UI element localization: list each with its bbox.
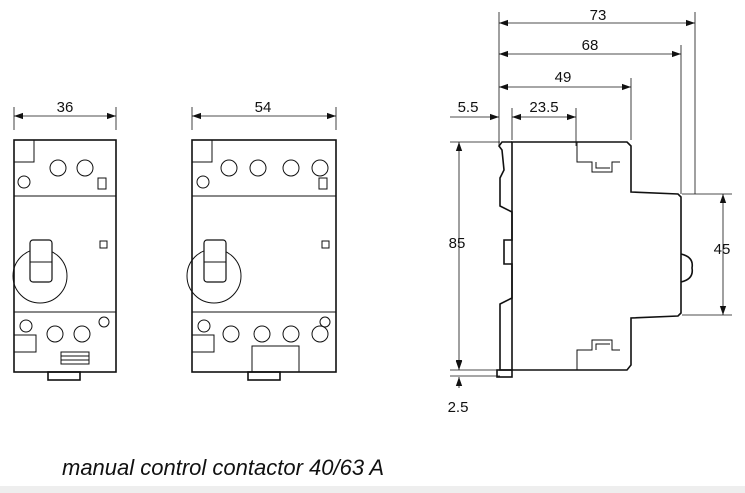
dimension-49-label: 49 [555,69,572,86]
dimension-5-5: 5.5 [450,99,499,121]
caption: manual control contactor 40/63 A [62,455,385,480]
dimension-68-label: 68 [582,37,599,54]
dimension-68: 68 [499,37,682,194]
dimension-73-label: 73 [590,7,607,24]
dimension-2-5: 2.5 [448,360,500,416]
dimension-45-label: 45 [714,241,731,258]
dimension-54-label: 54 [255,99,272,116]
dimension-85: 85 [449,141,500,371]
contactor-36-body [12,139,117,381]
dimension-36-label: 36 [57,99,74,116]
dimension-5-5-label: 5.5 [458,99,479,116]
dimension-36: 36 [13,99,117,130]
dimension-45: 45 [682,193,732,316]
dimension-49: 49 [499,69,632,140]
contactor-54-body [186,139,337,381]
dimension-73: 73 [498,7,696,194]
side-profile [496,141,694,378]
dimension-54: 54 [191,99,337,130]
dimension-2-5-label: 2.5 [448,399,469,416]
bottom-bar [0,486,745,493]
front-view-54mm: 54 [186,99,337,381]
front-view-36mm: 36 [12,99,117,381]
dimension-23-5: 23.5 [511,99,577,146]
dimension-85-label: 85 [449,235,466,252]
dimension-23-5-label: 23.5 [529,99,558,116]
side-view: 73 68 49 23.5 5.5 85 [448,7,732,416]
